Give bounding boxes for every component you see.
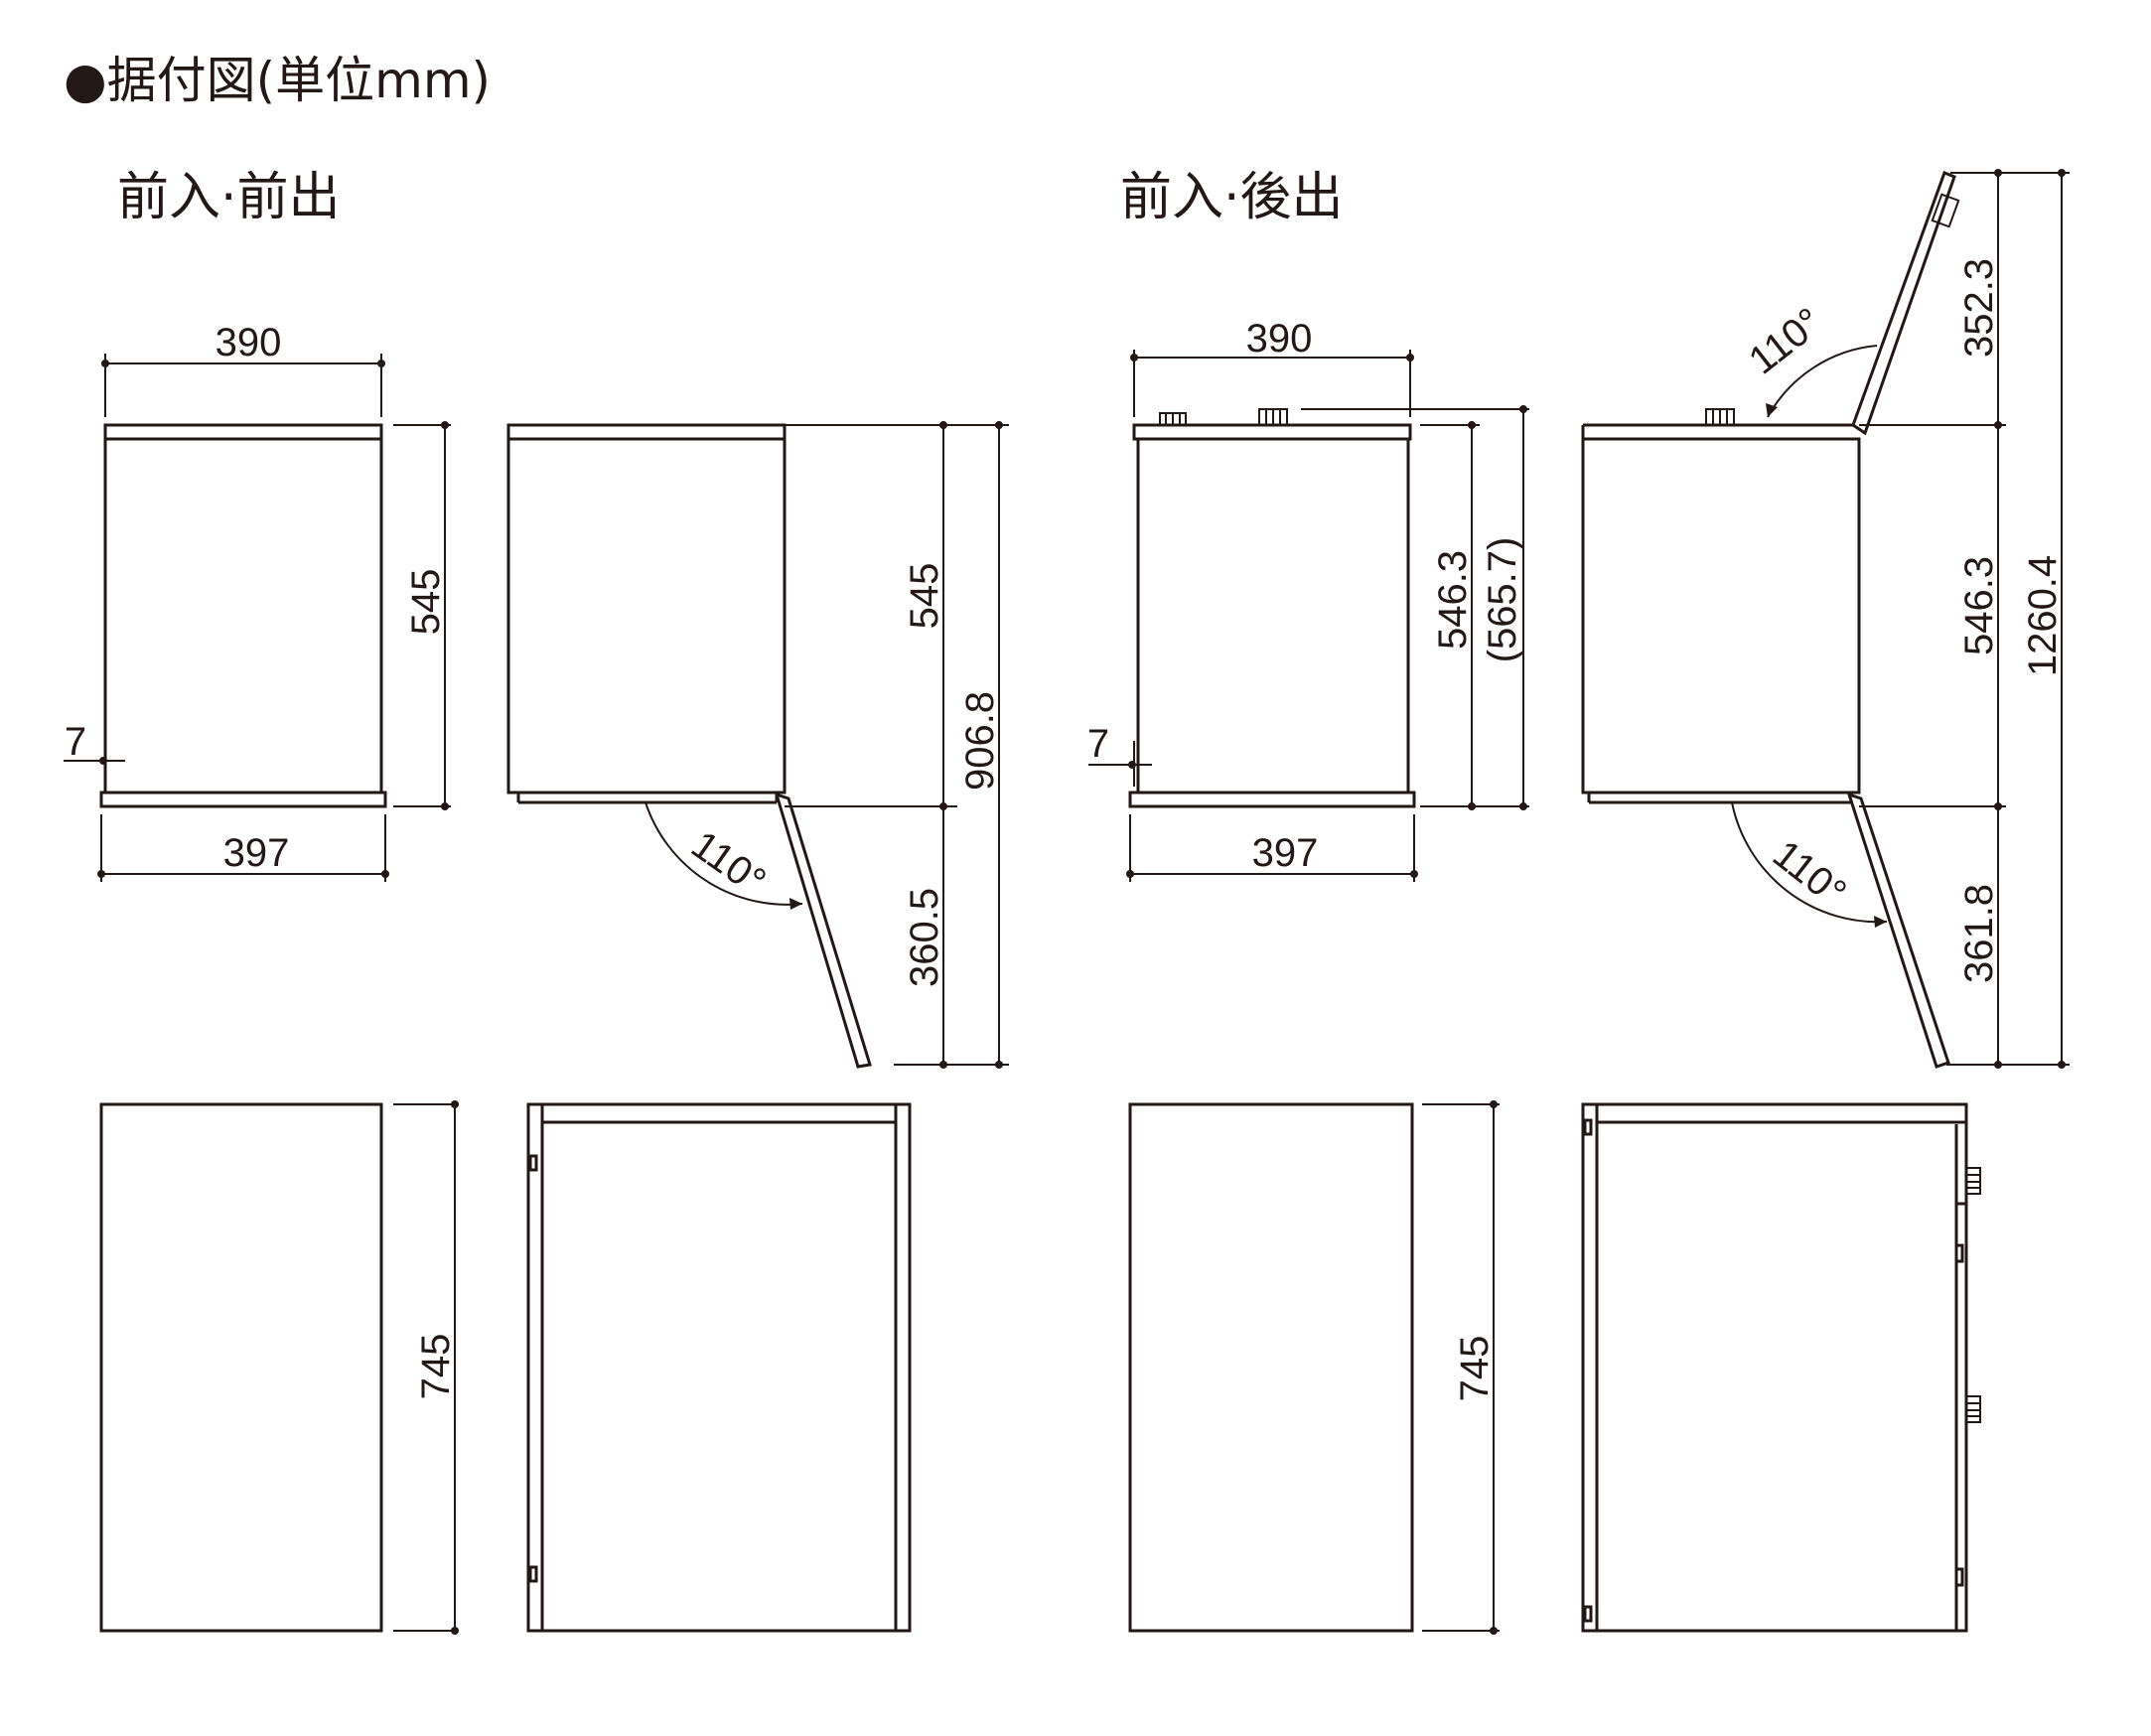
dim-line-left-side: [785, 424, 1009, 1066]
right-front-view: [1128, 423, 1416, 808]
left-lower-front-view: [99, 1102, 383, 1633]
dim-left-door-drop: 360.5: [903, 888, 946, 987]
dim-right-door-angle: 110°: [1765, 832, 1854, 916]
dim-right-body-height-with-knob: (565.7): [1481, 537, 1524, 663]
caption-front-in-rear-out: 前入·後出: [1120, 168, 1344, 227]
dim-right-body-height: 546.3: [1431, 550, 1475, 650]
dim-left-side-body-height: 545: [903, 563, 946, 630]
right-side-knob: [1705, 408, 1735, 426]
dim-right-side-body-height: 546.3: [1957, 556, 2001, 655]
dim-left-base-offset: 7: [65, 720, 86, 764]
caption-front-in-front-out: 前入·前出: [117, 168, 341, 227]
right-lid-knob: [1931, 193, 1960, 228]
left-side-view: [506, 423, 872, 1069]
right-back-knob-upper: [1965, 1167, 1981, 1195]
right-lower-front-view: [1128, 1102, 1414, 1633]
dim-right-base-offset: 7: [1087, 722, 1109, 766]
dim-right-total-height: 1260.4: [2021, 555, 2065, 676]
right-lid-angle-arc: [1767, 345, 1878, 418]
dim-left-body-height: 545: [404, 569, 448, 636]
right-side-view: [1581, 171, 1956, 1069]
dim-right-lower-height: 745: [1453, 1336, 1497, 1402]
drawing-title: ●据付図(単位mm): [64, 52, 491, 109]
right-back-knob-lower: [1965, 1395, 1981, 1423]
left-lower-back-view: [526, 1102, 912, 1633]
dim-right-base-width: 397: [1252, 831, 1319, 875]
dim-left-lower-height: 745: [414, 1334, 458, 1400]
dim-right-door-drop: 361.8: [1957, 884, 2001, 983]
dim-right-lid-angle: 110°: [1741, 300, 1830, 383]
right-door-angle-arc: [1731, 801, 1888, 924]
left-door-angle-arc: [645, 801, 803, 906]
dim-right-lid-rise: 352.3: [1957, 258, 2001, 358]
dim-line-left-lower-height: [393, 1103, 459, 1632]
dim-right-top-width: 390: [1246, 317, 1313, 361]
dim-left-base-width: 397: [223, 831, 290, 875]
right-front-knob-2: [1258, 408, 1288, 426]
dim-line-right-body-height: [1301, 408, 1529, 807]
dim-line-right-side: [1859, 172, 2070, 1066]
right-front-knob-1: [1159, 412, 1187, 426]
dim-left-top-width: 390: [215, 321, 282, 364]
dim-line-right-lower-height: [1422, 1103, 1500, 1632]
left-front-view: [99, 423, 387, 808]
dim-left-total-height: 906.8: [958, 691, 1002, 791]
right-lower-back-view: [1581, 1102, 1968, 1633]
